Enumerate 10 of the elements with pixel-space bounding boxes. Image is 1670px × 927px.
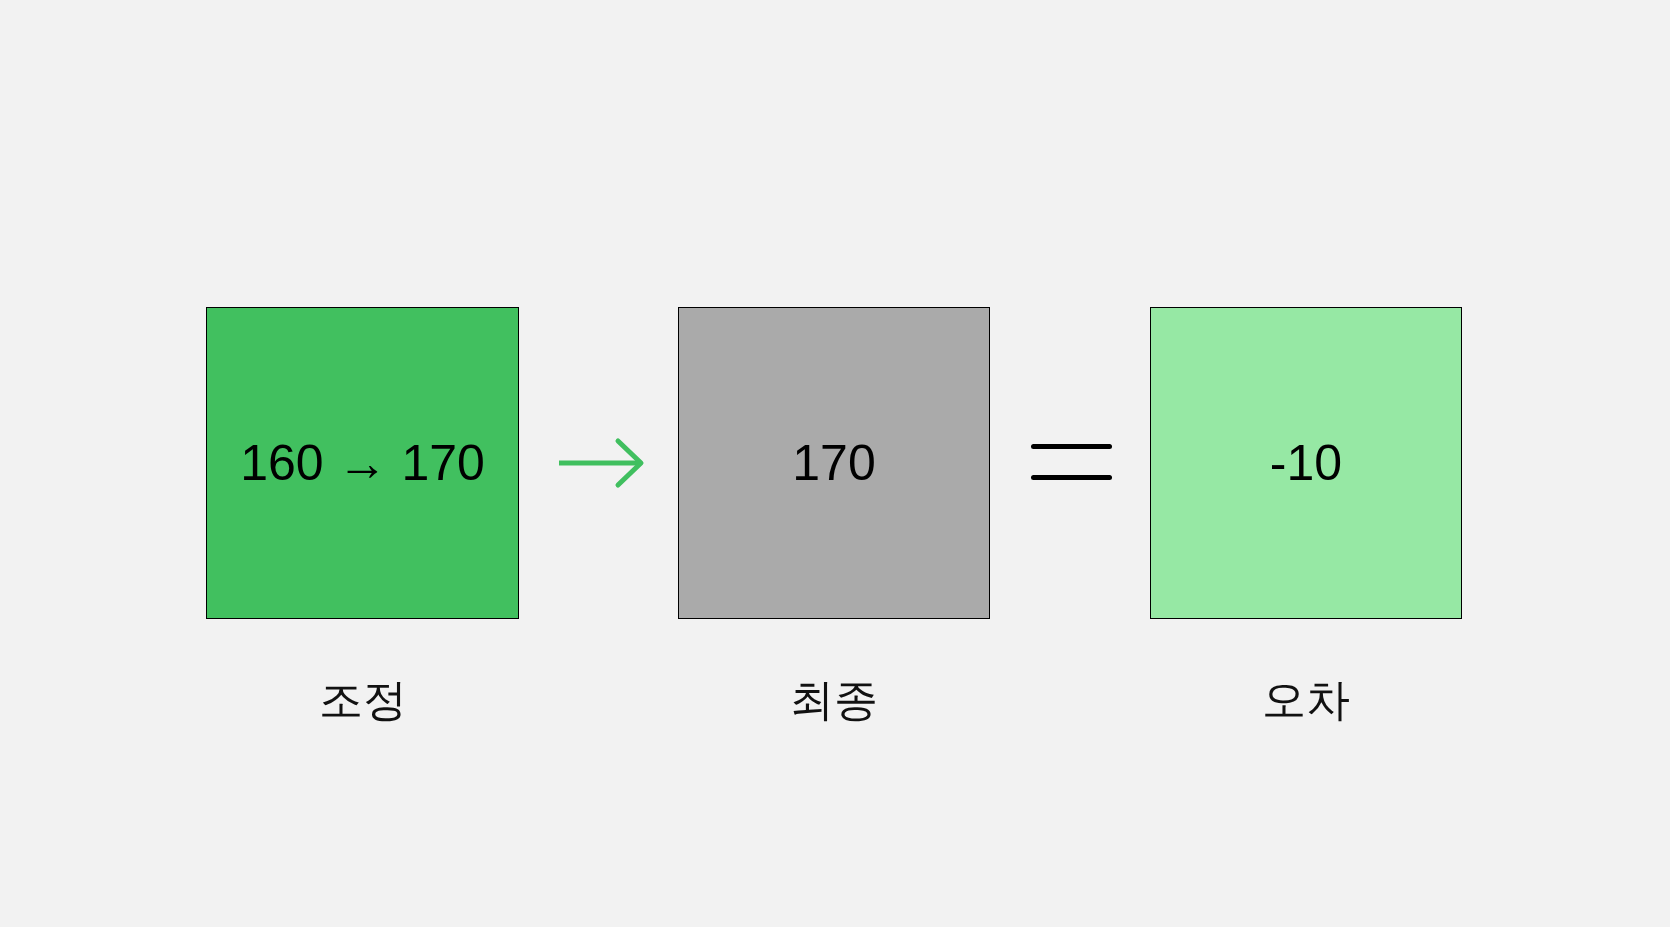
arrow (559, 438, 644, 488)
caption-label: 최종 (790, 676, 878, 724)
value-text: -10 (1269, 438, 1343, 488)
value-box (206, 307, 519, 619)
value-text: 160 → 170 (240, 438, 485, 488)
value-box (678, 307, 990, 619)
value-text: 170 (792, 438, 876, 488)
caption-label: 오차 (1262, 676, 1350, 724)
value-box (1150, 307, 1462, 619)
caption-label: 조정 (318, 676, 407, 724)
